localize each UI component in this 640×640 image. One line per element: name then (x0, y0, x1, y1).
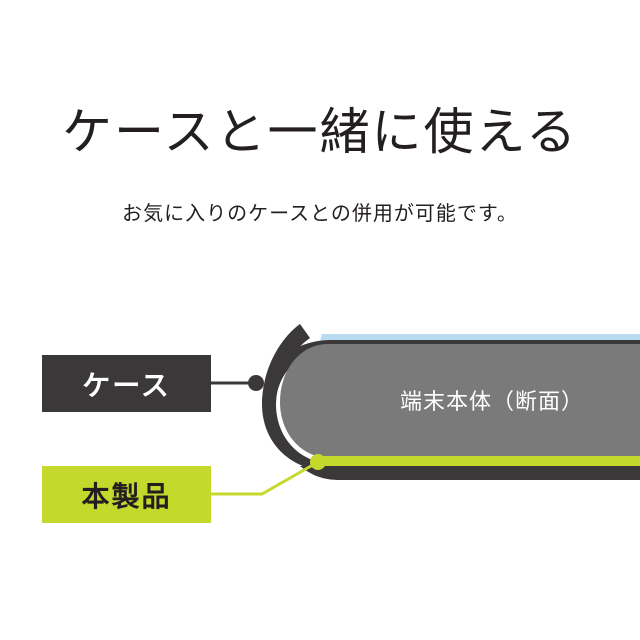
product-label: 本製品 (42, 466, 211, 523)
product-leader-line (211, 460, 319, 496)
product-film (318, 456, 640, 466)
page-title: ケースと一緒に使える (62, 103, 578, 161)
page-subtitle: お気に入りのケースとの併用が可能です。 (122, 201, 518, 225)
device-label: 端末本体（断面） (400, 390, 585, 415)
case-shell (262, 340, 640, 472)
case-label: ケース (42, 355, 211, 412)
case-bottom (300, 466, 640, 480)
case-leader-dot (248, 375, 264, 391)
device-body (280, 344, 640, 458)
product-leader-dot (310, 454, 326, 470)
case-top-lip (262, 324, 310, 404)
